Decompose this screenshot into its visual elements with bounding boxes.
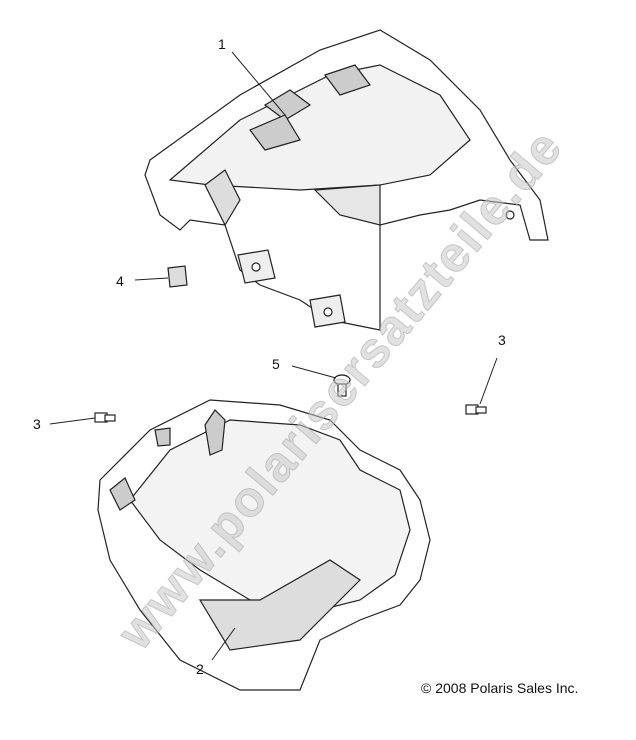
clip-part-4 xyxy=(167,265,188,288)
callout-3-left: 3 xyxy=(33,416,41,432)
copyright-notice: © 2008 Polaris Sales Inc. xyxy=(421,680,579,696)
callout-4: 4 xyxy=(116,273,124,289)
callout-3-right: 3 xyxy=(498,332,506,348)
callout-5: 5 xyxy=(272,356,280,372)
leader-lines xyxy=(49,51,498,661)
fasteners xyxy=(94,265,487,423)
lower-cover-part-2 xyxy=(97,399,431,691)
upper-cover-part-1 xyxy=(144,29,549,331)
callout-1: 1 xyxy=(218,36,226,52)
callout-2: 2 xyxy=(196,661,204,677)
